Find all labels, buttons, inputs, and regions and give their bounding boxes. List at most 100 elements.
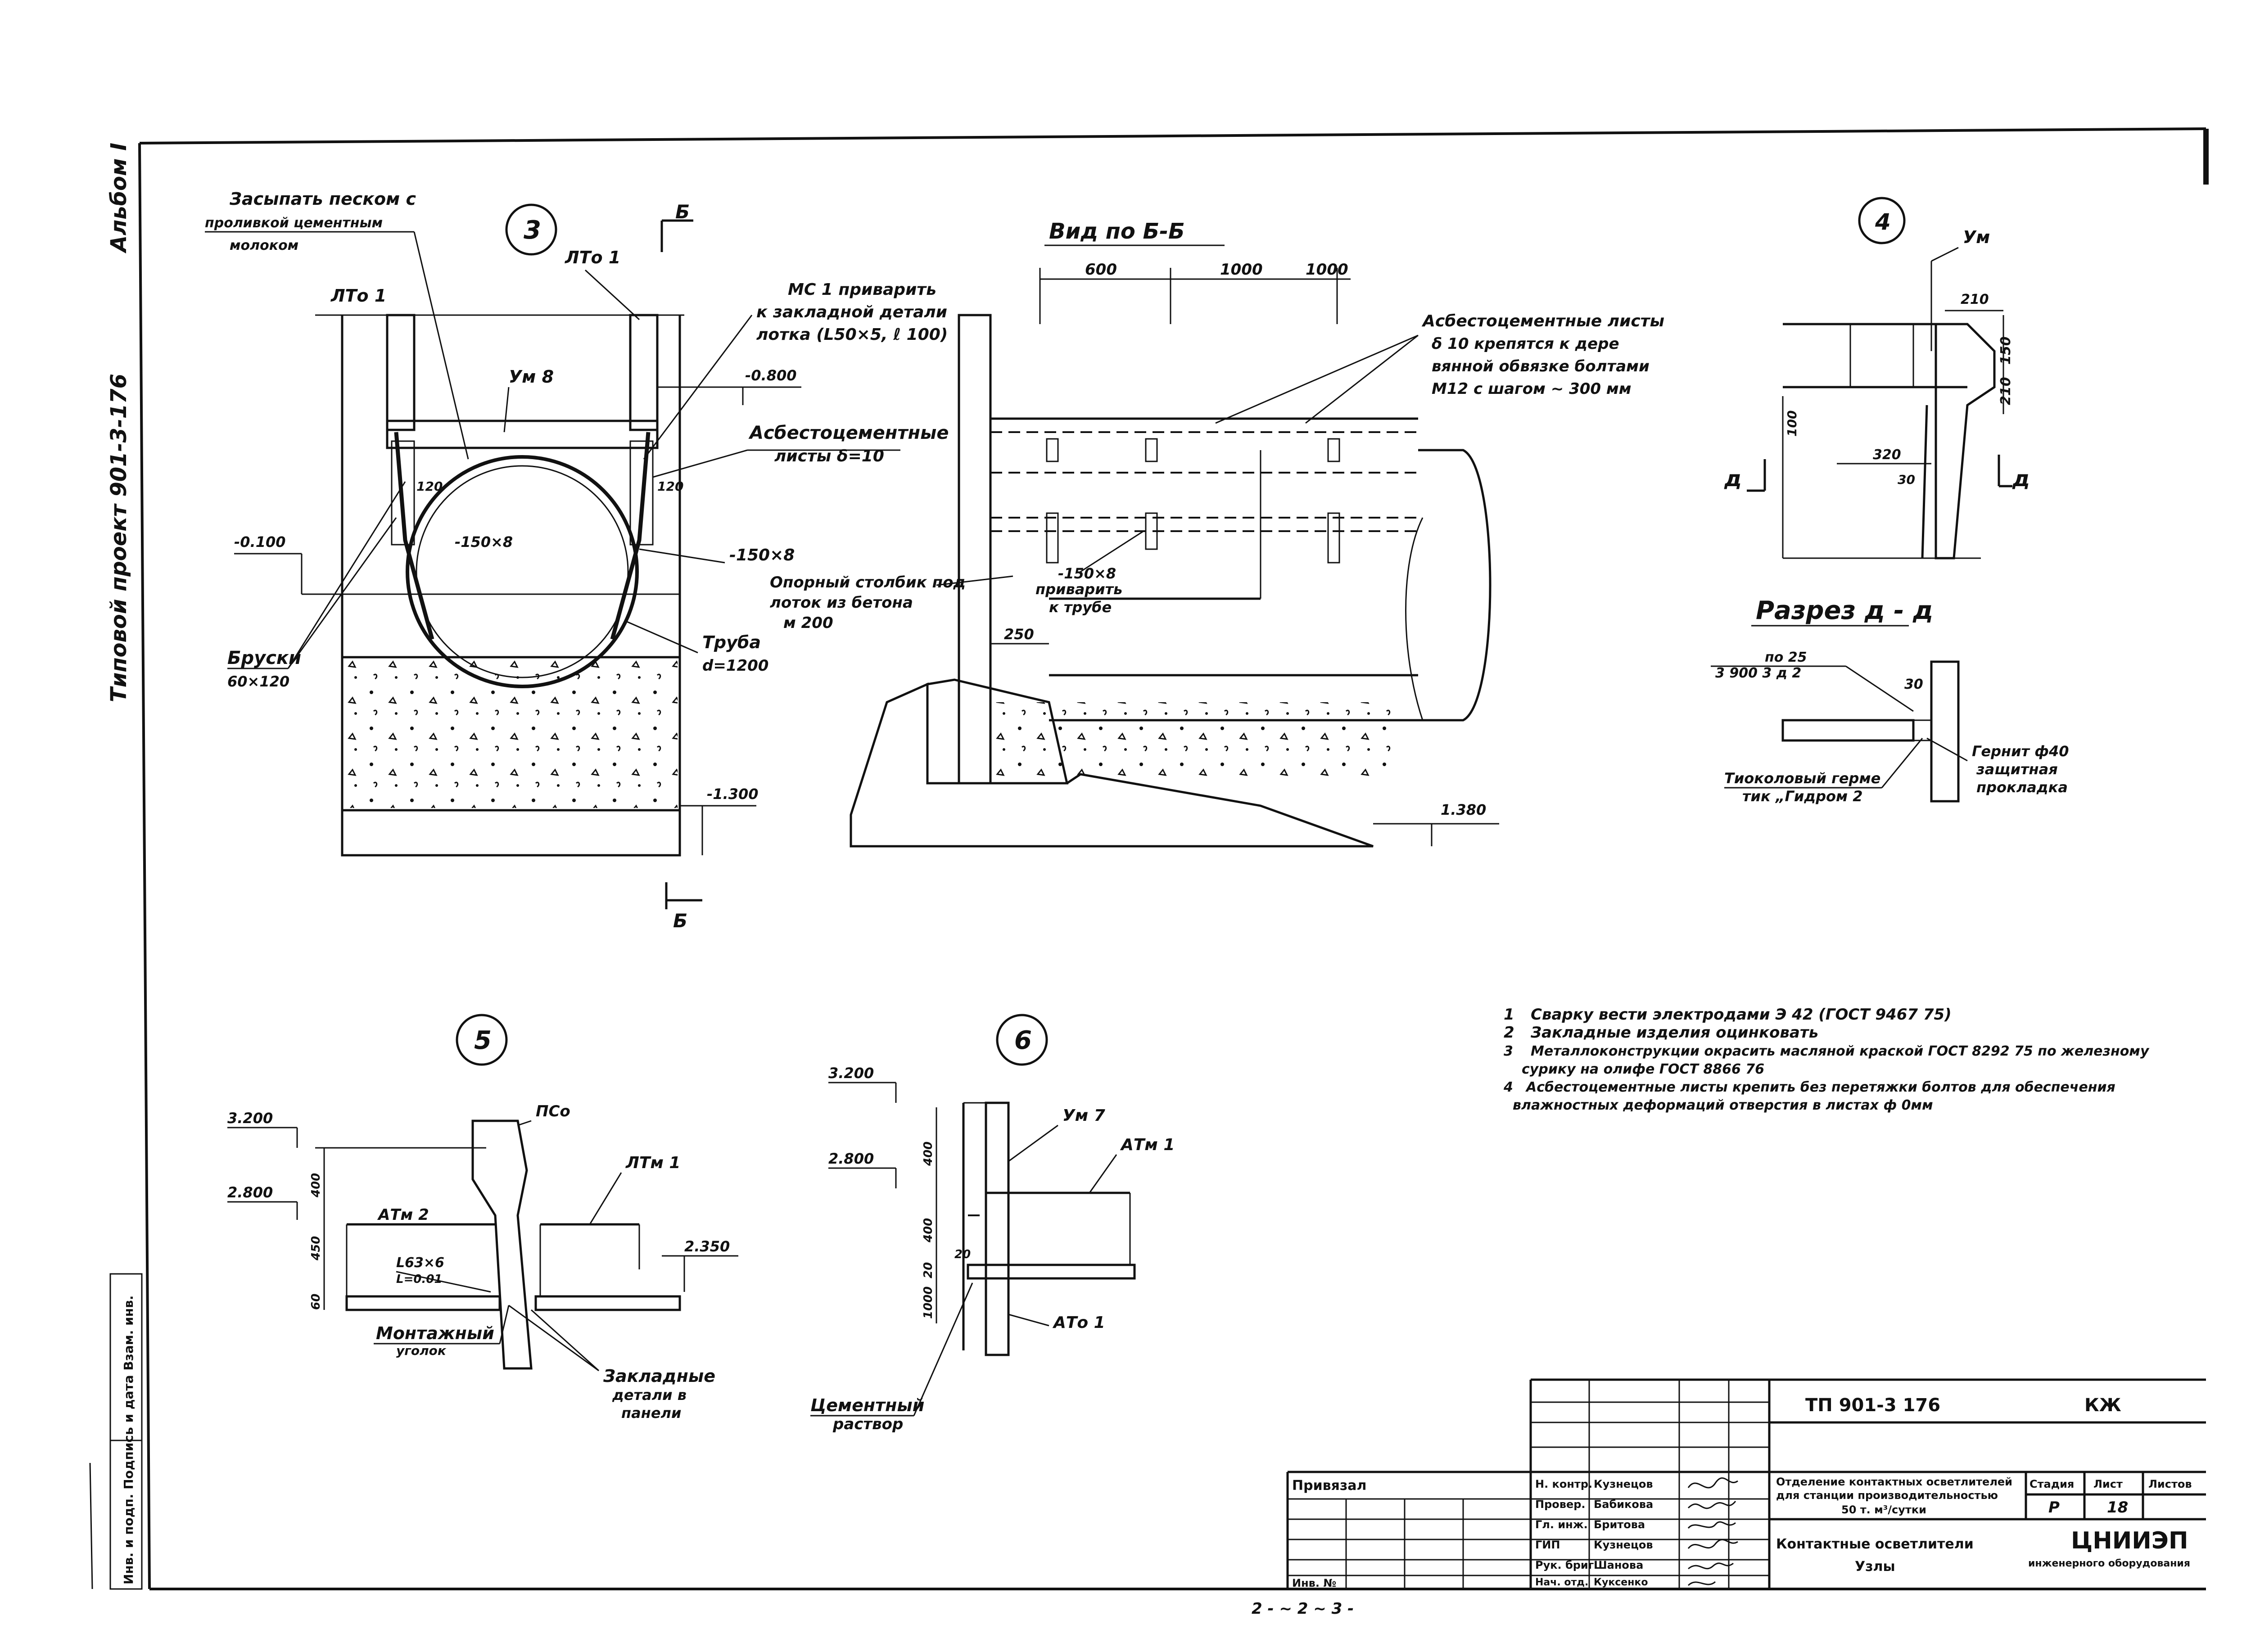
note-4-text: Асбестоцементные листы крепить без перет… bbox=[1525, 1079, 2115, 1095]
node-3-elev-0100: -0.100 bbox=[234, 533, 286, 551]
view-b-asb-2: δ 10 крепятся к дере bbox=[1432, 335, 1619, 353]
title-mark: КЖ bbox=[2084, 1395, 2121, 1416]
node-5-elev-2350: 2.350 bbox=[684, 1238, 730, 1255]
section-d-dim-30: 30 bbox=[1904, 677, 1923, 692]
node-5-atm2: АТм 2 bbox=[377, 1206, 429, 1224]
node-6-cement-2: раствор bbox=[832, 1415, 903, 1433]
footer-scribble: 2 - ~ 2 ~ 3 - bbox=[1252, 1600, 1354, 1618]
margin-vertical-title: Типовой проект 901-3-176 bbox=[106, 374, 131, 702]
name-1: Кузнецов bbox=[1594, 1478, 1653, 1490]
node-4-mark-left: д bbox=[1724, 466, 1742, 492]
name-6: Куксенко bbox=[1594, 1577, 1648, 1588]
name-3: Бритова bbox=[1594, 1518, 1645, 1531]
node-5-ltm1: ЛТм 1 bbox=[625, 1154, 680, 1172]
node-3-mc1-3: лотка (L50×5, ℓ 100) bbox=[756, 325, 948, 344]
node-3-elev-0800: -0.800 bbox=[745, 367, 797, 384]
node-3-bruski-1: Бруски bbox=[227, 648, 301, 668]
name-2: Бабикова bbox=[1594, 1498, 1653, 1511]
view-b-title: Вид по Б-Б bbox=[1049, 219, 1185, 244]
note-1-num: 1 bbox=[1504, 1006, 1514, 1024]
view-b-dim-250: 250 bbox=[1004, 626, 1034, 643]
sheets-label: Листов bbox=[2148, 1478, 2192, 1490]
node-3-elev-1300: -1.300 bbox=[707, 785, 759, 803]
node-6-dim-400b: 400 bbox=[922, 1218, 935, 1243]
view-b-support-2: лоток из бетона bbox=[770, 594, 913, 612]
node-3-d120-left: 120 bbox=[416, 479, 443, 494]
node-3-lto1-left: ЛТо 1 bbox=[330, 286, 386, 306]
node-6-um7: Ум 7 bbox=[1062, 1106, 1105, 1125]
node-3-bubble bbox=[505, 203, 557, 256]
node-6-ato1: АТо 1 bbox=[1052, 1313, 1105, 1332]
node-5-number: 5 bbox=[474, 1026, 492, 1055]
object-line-3: 50 т. м³/сутки bbox=[1841, 1503, 1926, 1516]
sheet-label: Лист bbox=[2093, 1478, 2123, 1490]
node-3-mc1-1: МС 1 приварить bbox=[788, 280, 936, 299]
node-3-bruski-2: 60×120 bbox=[227, 673, 289, 690]
note-2-text: Закладные изделия оцинковать bbox=[1530, 1024, 1818, 1042]
title-project-code: ТП 901-3 176 bbox=[1805, 1395, 1940, 1416]
node-3-um8: Ум 8 bbox=[509, 367, 554, 387]
view-b-asb-1: Асбестоцементные листы bbox=[1421, 312, 1664, 330]
node-6-atm1: АТм 1 bbox=[1120, 1136, 1175, 1154]
section-d-tiokol-1: Тиоколовый герме bbox=[1724, 770, 1880, 787]
org-subtitle: инженерного оборудования bbox=[2028, 1558, 2190, 1569]
note-3-text: Металлоконструкции окрасить масляной кра… bbox=[1531, 1043, 2150, 1059]
title-privyazka: Привязал bbox=[1292, 1478, 1367, 1494]
node-4-dim-210a: 210 bbox=[1961, 292, 1989, 307]
node-5-angle-2: L=0.01 bbox=[396, 1273, 443, 1286]
node-4-dim-30: 30 bbox=[1898, 472, 1915, 487]
section-d-gernit-2: защитная bbox=[1976, 761, 2058, 778]
general-notes: 1 Сварку вести электродами Э 42 (ГОСТ 94… bbox=[1503, 1006, 2150, 1113]
view-b-support-3: м 200 bbox=[783, 614, 833, 632]
node-3-truba-2: d=1200 bbox=[702, 657, 768, 675]
role-3: Гл. инж. bbox=[1535, 1518, 1588, 1531]
node-5-elev-2800: 2.800 bbox=[227, 1184, 273, 1201]
node-5-dim-60: 60 bbox=[309, 1294, 323, 1310]
sheet-value: 18 bbox=[2107, 1499, 2128, 1517]
note-1-text: Сварку вести электродами Э 42 (ГОСТ 9467… bbox=[1531, 1006, 1952, 1024]
role-5: Рук. бриг. bbox=[1535, 1559, 1598, 1571]
view-b-dim-1000a: 1000 bbox=[1220, 261, 1263, 279]
view-b-b: Вид по Б-Б 600 1000 1000 bbox=[770, 219, 1664, 848]
node-5-emb-1: Закладные bbox=[603, 1366, 715, 1386]
node-5-mount-1: Монтажный bbox=[376, 1323, 494, 1343]
role-2: Провер. bbox=[1535, 1498, 1586, 1511]
node-4-dim-100: 100 bbox=[1785, 411, 1799, 437]
node-4-dim-320: 320 bbox=[1873, 447, 1901, 463]
node-3-d120-right: 120 bbox=[657, 479, 683, 494]
node-3-strip-2: -150×8 bbox=[729, 546, 795, 564]
node-3-fill-note-1: Засыпать песком с bbox=[229, 189, 416, 209]
name-5: Шанова bbox=[1594, 1559, 1643, 1571]
node-6-number: 6 bbox=[1014, 1026, 1032, 1055]
org-name: ЦНИИЭП bbox=[2071, 1527, 2188, 1554]
node-3-asb-1: Асбестоцементные bbox=[748, 423, 949, 443]
sheet-title-1: Контактные осветлители bbox=[1776, 1536, 1974, 1552]
node-6: 6 3.200 2.800 400 400 20 20 1000 Ум 7 АТ… bbox=[810, 1014, 1175, 1433]
node-6-dim-1000: 1000 bbox=[922, 1286, 935, 1319]
object-line-1: Отделение контактных осветлителей bbox=[1776, 1476, 2012, 1488]
note-2-num: 2 bbox=[1504, 1024, 1514, 1042]
section-d-d: Разрез д - д по 25 3 900 3 д 2 30 Гернит… bbox=[1711, 596, 2069, 805]
role-1: Н. контр. bbox=[1535, 1478, 1592, 1490]
side-stamp: Инв. и подп. Подпись и дата Взам. инв. bbox=[109, 1273, 143, 1590]
node-3-strip-1: -150×8 bbox=[455, 533, 513, 551]
node-5-mount-2: уголок bbox=[396, 1343, 447, 1358]
view-b-weld-1: приварить bbox=[1035, 581, 1122, 598]
node-6-dim-20: 20 bbox=[922, 1262, 935, 1278]
stage-value: Р bbox=[2048, 1499, 2060, 1517]
section-d-title: Разрез д - д bbox=[1756, 596, 1933, 625]
node-5-elev-3200: 3.200 bbox=[227, 1110, 273, 1127]
node-6-cement-1: Цементный bbox=[810, 1395, 924, 1415]
node-3: 3 Засыпать песком с проливкой цементным … bbox=[205, 189, 949, 932]
section-d-gernit-1: Гернит ф40 bbox=[1972, 743, 2069, 760]
node-5-angle-1: L63×6 bbox=[396, 1255, 444, 1271]
node-4-number: 4 bbox=[1875, 209, 1891, 235]
section-d-gernit-3: прокладка bbox=[1976, 779, 2068, 796]
node-5-emb-2: детали в bbox=[612, 1386, 687, 1404]
view-b-elev-1380: 1.380 bbox=[1441, 801, 1486, 818]
section-d-tiokol-2: тик „Гидром 2 bbox=[1742, 788, 1863, 805]
view-b-dim-600: 600 bbox=[1085, 261, 1117, 279]
node-5-pso: ПСо bbox=[536, 1102, 570, 1120]
node-3-section-b-top: Б bbox=[675, 201, 690, 223]
title-inv: Инв. № bbox=[1292, 1577, 1336, 1589]
